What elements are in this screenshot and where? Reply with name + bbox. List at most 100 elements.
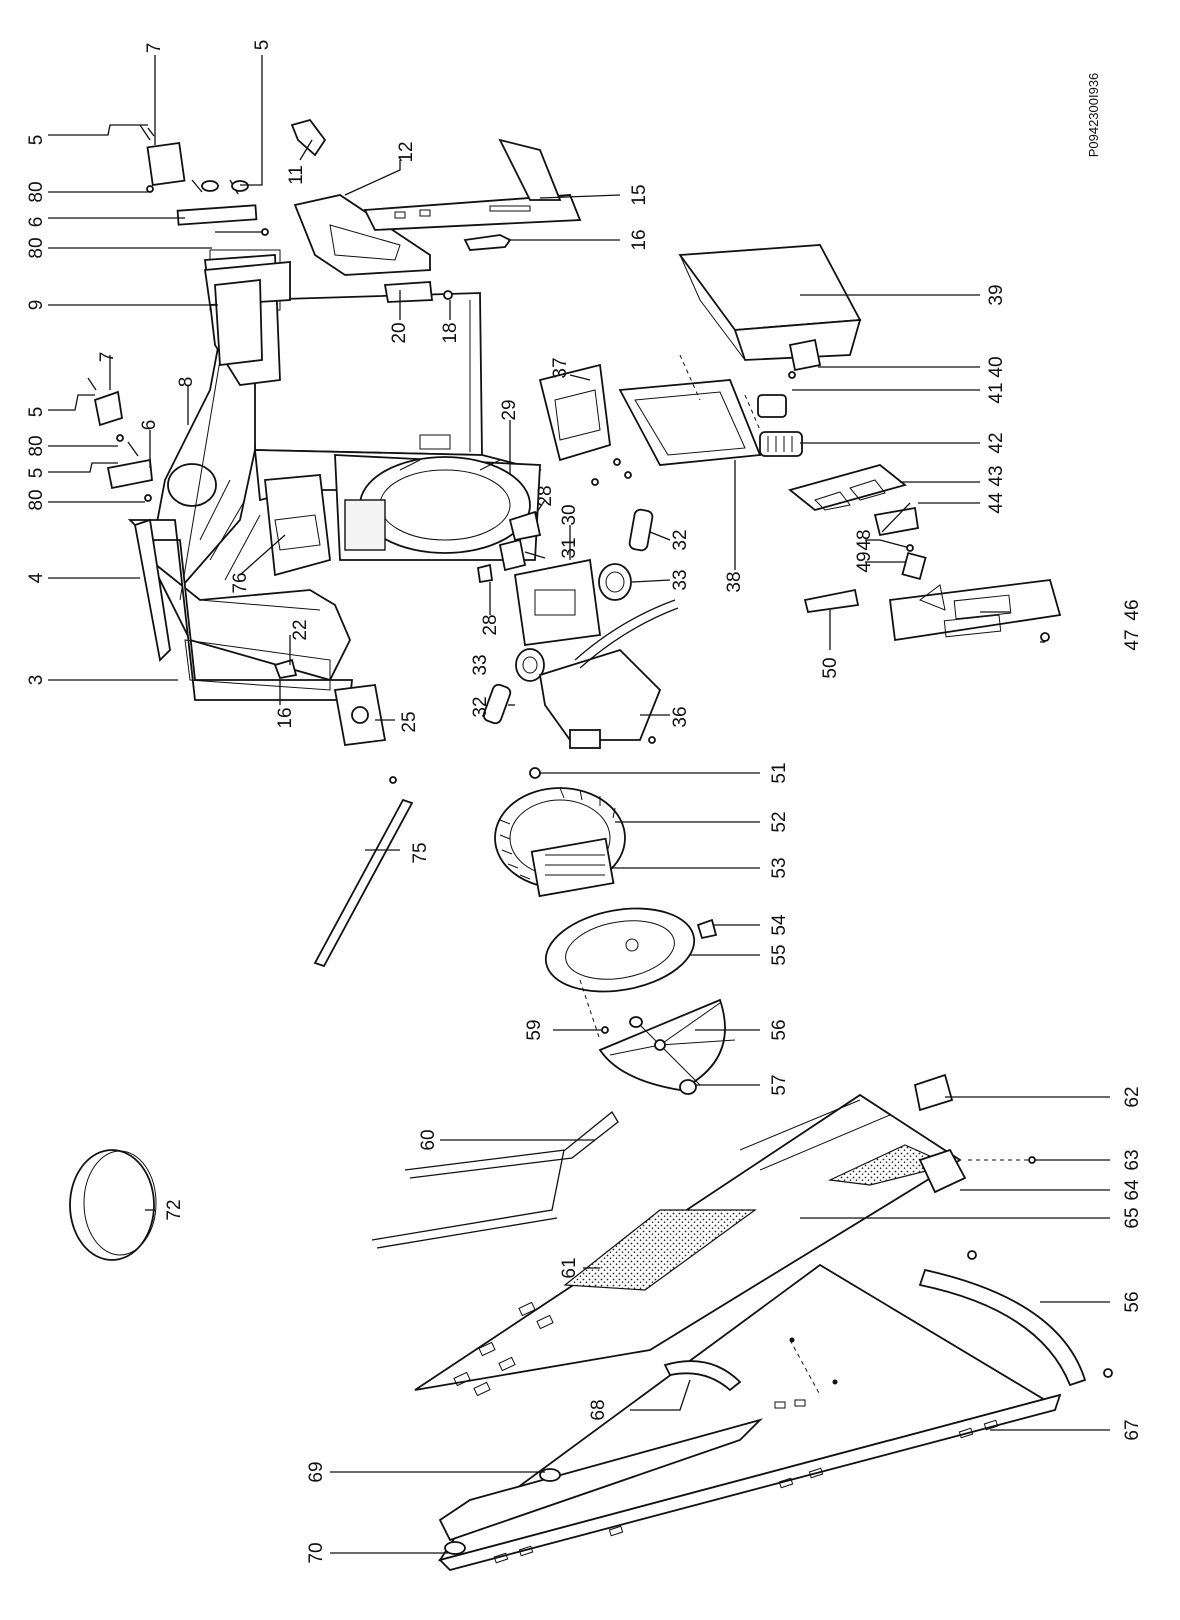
lampholder-part-33b bbox=[515, 648, 545, 682]
callout-4: 4 bbox=[26, 572, 47, 583]
lamp-part-32a bbox=[628, 508, 654, 552]
callout-52: 52 bbox=[769, 811, 790, 832]
callout-31: 31 bbox=[559, 537, 580, 558]
duct-part-36 bbox=[538, 599, 679, 749]
part-44 bbox=[873, 506, 920, 537]
callout-36: 36 bbox=[670, 706, 691, 727]
callout-69: 69 bbox=[306, 1461, 327, 1482]
callout-38: 38 bbox=[724, 571, 745, 592]
callout-51: 51 bbox=[769, 762, 790, 783]
bracket-part-68 bbox=[663, 1360, 742, 1392]
callout-40: 40 bbox=[986, 356, 1007, 377]
lampholder-part-33a bbox=[598, 563, 632, 601]
callout-33: 33 bbox=[470, 654, 491, 675]
lens-part-70 bbox=[444, 1541, 466, 1555]
switch-parts-28-30-31 bbox=[476, 510, 602, 647]
screw-part-63 bbox=[968, 1156, 1036, 1164]
front-panel-part-46 bbox=[888, 579, 1062, 642]
panel-part-38 bbox=[618, 379, 762, 466]
callout-63: 63 bbox=[1122, 1149, 1143, 1170]
callout-67: 67 bbox=[1122, 1419, 1143, 1440]
control-box-part-37 bbox=[538, 363, 632, 486]
callout-16: 16 bbox=[629, 229, 650, 250]
callout-18: 18 bbox=[440, 322, 461, 343]
callout-55: 55 bbox=[769, 944, 790, 965]
fan-plate-part-55 bbox=[544, 907, 696, 1041]
callout-56: 56 bbox=[1122, 1291, 1143, 1312]
callout-43: 43 bbox=[986, 465, 1007, 486]
callout-50: 50 bbox=[820, 657, 841, 678]
motor-part-53 bbox=[530, 837, 615, 898]
part-41 bbox=[757, 371, 796, 418]
callout-3: 3 bbox=[26, 675, 47, 686]
callout-28: 28 bbox=[480, 614, 501, 635]
callout-labels: 5 7 80 6 80 5 9 5 7 8 80 80 5 6 80 4 3 1… bbox=[26, 40, 1143, 1564]
callout-5: 5 bbox=[252, 40, 273, 51]
front-frame-part-3 bbox=[127, 518, 353, 701]
top-bracket-parts bbox=[139, 124, 269, 236]
callout-76: 76 bbox=[230, 572, 251, 593]
latch-parts-22-16 bbox=[273, 658, 298, 680]
callout-75: 75 bbox=[410, 842, 431, 863]
callout-32: 32 bbox=[670, 529, 691, 550]
document-code: P0942300I936 bbox=[1086, 73, 1101, 158]
callout-80: 80 bbox=[26, 435, 47, 456]
callout-60: 60 bbox=[418, 1129, 439, 1150]
callout-57: 57 bbox=[769, 1074, 790, 1095]
callout-12: 12 bbox=[396, 141, 417, 162]
bottom-panel-part-67 bbox=[437, 1263, 1062, 1572]
callout-42: 42 bbox=[986, 432, 1007, 453]
screw-parts-59 bbox=[601, 1016, 643, 1034]
leader-lines bbox=[48, 55, 1110, 1554]
part-42 bbox=[759, 431, 803, 457]
baffle-part-76 bbox=[264, 474, 331, 577]
callout-48: 48 bbox=[854, 529, 875, 550]
callout-33: 33 bbox=[670, 569, 691, 590]
callout-16: 16 bbox=[275, 707, 296, 728]
screw-part-47 bbox=[1040, 632, 1050, 642]
rod-part-75 bbox=[313, 798, 414, 968]
lamp-part-32b bbox=[482, 683, 512, 725]
callout-6: 6 bbox=[26, 217, 47, 228]
callout-68: 68 bbox=[588, 1399, 609, 1420]
knob-part-57 bbox=[679, 1079, 697, 1095]
callout-30: 30 bbox=[559, 504, 580, 525]
callout-39: 39 bbox=[986, 284, 1007, 305]
part-40 bbox=[788, 338, 822, 372]
canopy-vent-slots bbox=[453, 1301, 554, 1397]
bar-part-50 bbox=[803, 588, 860, 614]
callout-53: 53 bbox=[769, 857, 790, 878]
callout-5: 5 bbox=[26, 407, 47, 418]
callout-8: 8 bbox=[176, 377, 197, 388]
bracket-part-9 bbox=[203, 261, 291, 367]
callout-44: 44 bbox=[986, 492, 1007, 514]
callout-56: 56 bbox=[769, 1019, 790, 1040]
callout-29: 29 bbox=[499, 399, 520, 420]
callout-80: 80 bbox=[26, 237, 47, 258]
part-48 bbox=[879, 539, 914, 552]
latch-part-62 bbox=[913, 1073, 954, 1112]
callout-7: 7 bbox=[144, 43, 165, 54]
callout-7: 7 bbox=[97, 352, 118, 363]
rail-part-15 bbox=[363, 138, 582, 231]
callout-49: 49 bbox=[854, 551, 875, 572]
screw-part-18 bbox=[443, 290, 453, 300]
callout-54: 54 bbox=[769, 914, 790, 936]
callout-32: 32 bbox=[470, 696, 491, 717]
hinge-part-25 bbox=[333, 684, 397, 784]
part-drawings bbox=[69, 118, 1113, 1572]
callout-61: 61 bbox=[559, 1257, 580, 1278]
callout-72: 72 bbox=[164, 1199, 185, 1220]
callout-65: 65 bbox=[1122, 1207, 1143, 1228]
collar-ring-part-72 bbox=[69, 1149, 157, 1261]
callout-28: 28 bbox=[535, 485, 556, 506]
callout-37: 37 bbox=[550, 357, 571, 378]
callout-20: 20 bbox=[389, 322, 410, 343]
switch-block-part-43 bbox=[788, 464, 907, 511]
callout-9: 9 bbox=[26, 300, 47, 311]
callout-5: 5 bbox=[26, 468, 47, 479]
filter-frame-part-64 bbox=[918, 1148, 967, 1194]
callout-80: 80 bbox=[26, 181, 47, 202]
transformer-part-39 bbox=[678, 244, 862, 361]
part-49 bbox=[901, 551, 927, 581]
